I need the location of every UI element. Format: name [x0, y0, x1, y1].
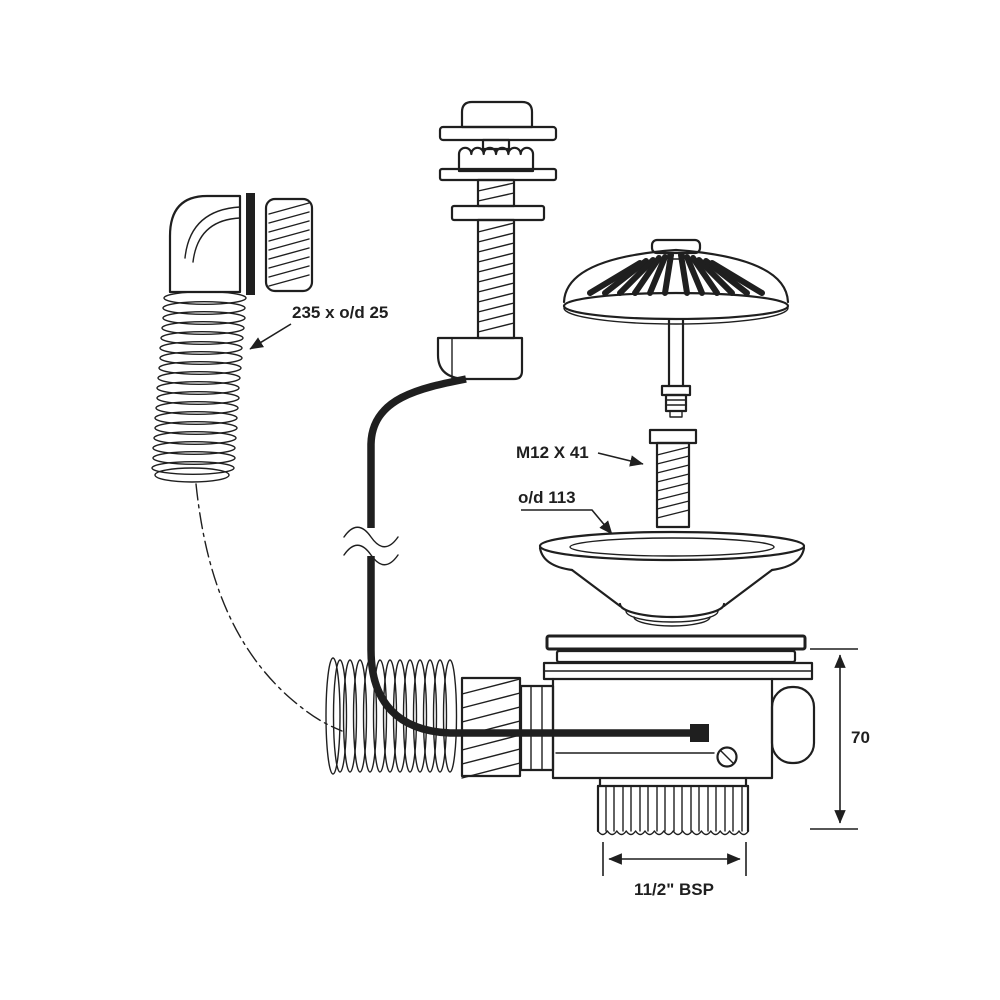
- overflow-screw-assembly: [436, 100, 558, 381]
- label-overflow-hose-dim: 235 x o/d 25: [292, 303, 388, 322]
- basket-strainer: [562, 238, 790, 418]
- control-cable: [367, 375, 709, 742]
- tailpipe-hose: [325, 657, 458, 775]
- overflow-hose: [151, 291, 247, 483]
- dim-overflow-hose: [249, 323, 292, 350]
- overflow-backnut: [264, 197, 314, 293]
- sealing-washers: [545, 634, 807, 664]
- centerline: [195, 483, 343, 732]
- waste-body: [542, 661, 816, 780]
- dim-height-label: 70: [851, 728, 870, 747]
- fixing-bolt: [648, 428, 698, 529]
- outlet-thread: [596, 776, 750, 836]
- label-flange-od-dim: o/d 113: [518, 488, 576, 507]
- body-screw: [716, 746, 738, 768]
- dim-flange-od: [521, 509, 613, 535]
- dim-fixing-bolt: [597, 452, 644, 467]
- tailpipe-nut: [460, 676, 555, 779]
- pipe-break-symbol: [343, 526, 399, 566]
- dim-outlet-thread-label: 11/2" BSP: [634, 880, 714, 899]
- leader-flange-od: [521, 509, 613, 535]
- leader-fixing-bolt: [597, 452, 644, 467]
- leader-overflow-hose: [249, 323, 292, 350]
- overflow-elbow: [168, 194, 242, 294]
- sink-flange: [538, 530, 806, 627]
- dim-outlet-thread: [602, 842, 747, 876]
- label-fixing-bolt-dim: M12 X 41: [516, 443, 589, 462]
- overflow-face-washer: [246, 193, 255, 295]
- dim-body-height: [810, 648, 858, 830]
